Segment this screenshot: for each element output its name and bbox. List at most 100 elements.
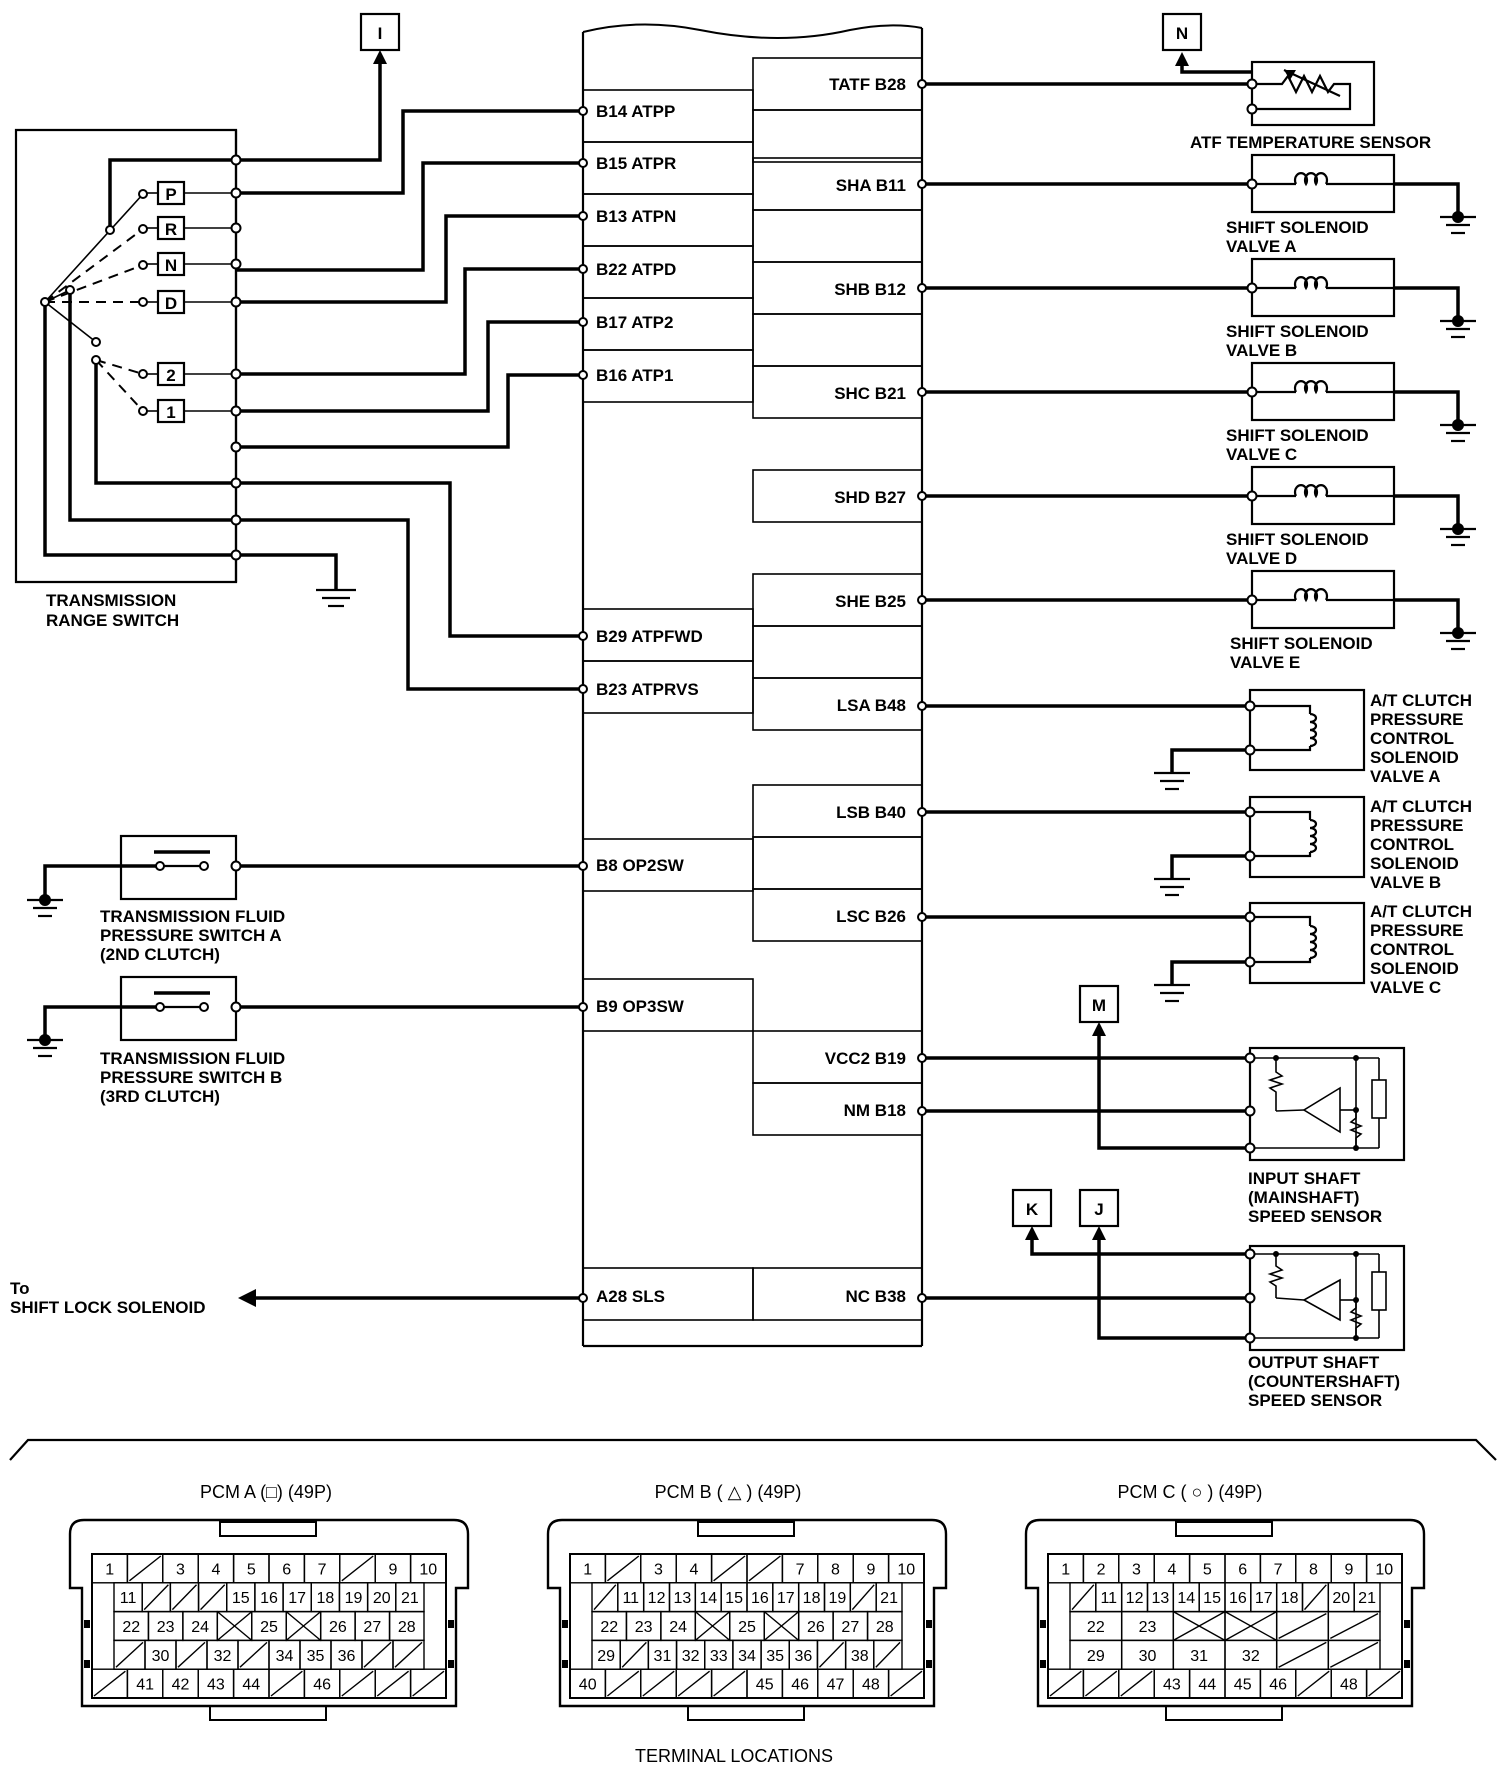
shift-solenoid-b: SHIFT SOLENOID VALVE B (922, 257, 1476, 360)
svg-text:SHIFT LOCK SOLENOID: SHIFT LOCK SOLENOID (10, 1298, 206, 1317)
terminal-number: 17 (288, 1590, 306, 1607)
terminal-number: 28 (876, 1619, 894, 1636)
pcm-left-nodes (578, 106, 588, 1303)
terminal-number: 23 (157, 1619, 175, 1636)
terminal-number: 33 (710, 1648, 728, 1665)
terminal-number: 13 (674, 1590, 692, 1607)
terminal-number: 40 (579, 1677, 597, 1694)
terminal-number: 23 (635, 1619, 653, 1636)
svg-text:A/T CLUTCH: A/T CLUTCH (1370, 902, 1472, 921)
svg-text:PRESSURE: PRESSURE (1370, 921, 1464, 940)
ref-box-i (359, 12, 401, 52)
terminal-number: 45 (1234, 1677, 1252, 1694)
terminal-number: 25 (260, 1619, 278, 1636)
pcm-c-title: PCM C ( ○ ) (49P) (1118, 1482, 1263, 1502)
terminal-number: 42 (172, 1677, 190, 1694)
svg-text:VALVE B: VALVE B (1226, 341, 1297, 360)
terminal-number: 4 (211, 1561, 220, 1578)
range-position-n: N (156, 251, 186, 277)
terminal-number: 6 (1238, 1561, 1247, 1578)
svg-text:PRESSURE SWITCH B: PRESSURE SWITCH B (100, 1068, 282, 1087)
terminal-number: 22 (600, 1619, 618, 1636)
fluid-pressure-switch-a: TRANSMISSION FLUID PRESSURE SWITCH A (2N… (27, 834, 583, 964)
svg-text:CONTROL: CONTROL (1370, 835, 1454, 854)
pin-label: B29 ATPFWD (596, 627, 703, 646)
terminal-number: 18 (803, 1590, 821, 1607)
range-switch-wiring: I (14, 12, 583, 691)
terminal-number: 16 (751, 1590, 769, 1607)
svg-text:(3RD CLUTCH): (3RD CLUTCH) (100, 1087, 220, 1106)
terminal-number: 43 (207, 1677, 225, 1694)
terminal-number: 17 (777, 1590, 795, 1607)
terminal-number: 46 (791, 1677, 809, 1694)
terminal-number: 32 (682, 1648, 700, 1665)
svg-text:PRESSURE: PRESSURE (1370, 710, 1464, 729)
terminal-number: 48 (862, 1677, 880, 1694)
output-shaft-speed-sensor: K J OUTPUT SHAFT (COUNTERSHAFT) SPEED SE… (922, 1188, 1406, 1410)
terminal-number: 27 (841, 1619, 859, 1636)
svg-text:OUTPUT SHAFT: OUTPUT SHAFT (1248, 1353, 1380, 1372)
pin-label: SHA B11 (836, 176, 906, 195)
svg-text:A/T CLUTCH: A/T CLUTCH (1370, 691, 1472, 710)
range-position-r: R (156, 215, 186, 241)
terminal-number: 10 (897, 1561, 915, 1578)
terminal-number: 12 (1126, 1590, 1144, 1607)
terminal-number: 8 (1309, 1561, 1318, 1578)
pin-label: B17 ATP2 (596, 313, 673, 332)
pin-label: B8 OP2SW (596, 856, 685, 875)
pcm-b-title: PCM B ( △ ) (49P) (655, 1482, 802, 1502)
clutch-solenoid-a: A/T CLUTCH PRESSURE CONTROL SOLENOID VAL… (922, 688, 1472, 791)
pin-label: B23 ATPRVS (596, 680, 699, 699)
terminal-number: 18 (316, 1590, 334, 1607)
terminal-number: 19 (345, 1590, 363, 1607)
terminal-number: 1 (1061, 1561, 1070, 1578)
pin-label: SHE B25 (835, 592, 906, 611)
svg-text:SPEED SENSOR: SPEED SENSOR (1248, 1207, 1382, 1226)
svg-text:A/T CLUTCH: A/T CLUTCH (1370, 797, 1472, 816)
terminal-number: 6 (282, 1561, 291, 1578)
pcm-right-labels: TATF B28 SHA B11 SHB B12 SHC B21 SHD B27… (825, 75, 906, 1306)
terminal-number: 10 (1375, 1561, 1393, 1578)
terminal-number: 20 (373, 1590, 391, 1607)
svg-text:M: M (1092, 996, 1106, 1015)
terminal-number: 11 (622, 1590, 639, 1607)
terminal-number: 30 (152, 1648, 170, 1665)
terminal-number: 44 (1198, 1677, 1216, 1694)
terminal-number: 21 (401, 1590, 419, 1607)
shift-solenoid-e: SHIFT SOLENOID VALVE E (922, 569, 1476, 672)
terminal-number: 25 (738, 1619, 756, 1636)
input-shaft-speed-sensor: M INPUT SHAFT (MAINSHAFT) SPEED SENSOR (922, 984, 1406, 1226)
svg-text:VALVE C: VALVE C (1226, 445, 1297, 464)
terminal-bracket (9, 1438, 1497, 1461)
terminal-number: 9 (1344, 1561, 1353, 1578)
terminal-number: 11 (1100, 1590, 1117, 1607)
terminal-number: 35 (307, 1648, 325, 1665)
terminal-number: 14 (699, 1590, 717, 1607)
svg-text:PRESSURE SWITCH A: PRESSURE SWITCH A (100, 926, 282, 945)
svg-text:CONTROL: CONTROL (1370, 940, 1454, 959)
terminal-number: 2 (1097, 1561, 1106, 1578)
svg-text:To: To (10, 1279, 30, 1298)
pin-label: LSA B48 (837, 696, 906, 715)
terminal-number: 36 (794, 1648, 812, 1665)
svg-text:VALVE A: VALVE A (1226, 237, 1297, 256)
svg-text:ATF TEMPERATURE SENSOR: ATF TEMPERATURE SENSOR (1190, 133, 1431, 152)
pin-label: LSC B26 (836, 907, 906, 926)
terminal-number: 31 (1190, 1648, 1208, 1665)
ground-symbol (316, 555, 356, 608)
svg-text:PRESSURE: PRESSURE (1370, 816, 1464, 835)
terminal-number: 17 (1255, 1590, 1273, 1607)
terminal-number: 5 (1203, 1561, 1212, 1578)
terminal-number: 15 (725, 1590, 743, 1607)
terminal-number: 7 (1274, 1561, 1283, 1578)
terminal-number: 4 (1167, 1561, 1176, 1578)
terminal-number: 24 (669, 1619, 687, 1636)
clutch-solenoid-b: A/T CLUTCH PRESSURE CONTROL SOLENOID VAL… (922, 795, 1472, 897)
svg-text:N: N (165, 256, 177, 275)
terminal-number: 10 (419, 1561, 437, 1578)
svg-text:VALVE B: VALVE B (1370, 873, 1441, 892)
svg-text:D: D (165, 294, 177, 313)
